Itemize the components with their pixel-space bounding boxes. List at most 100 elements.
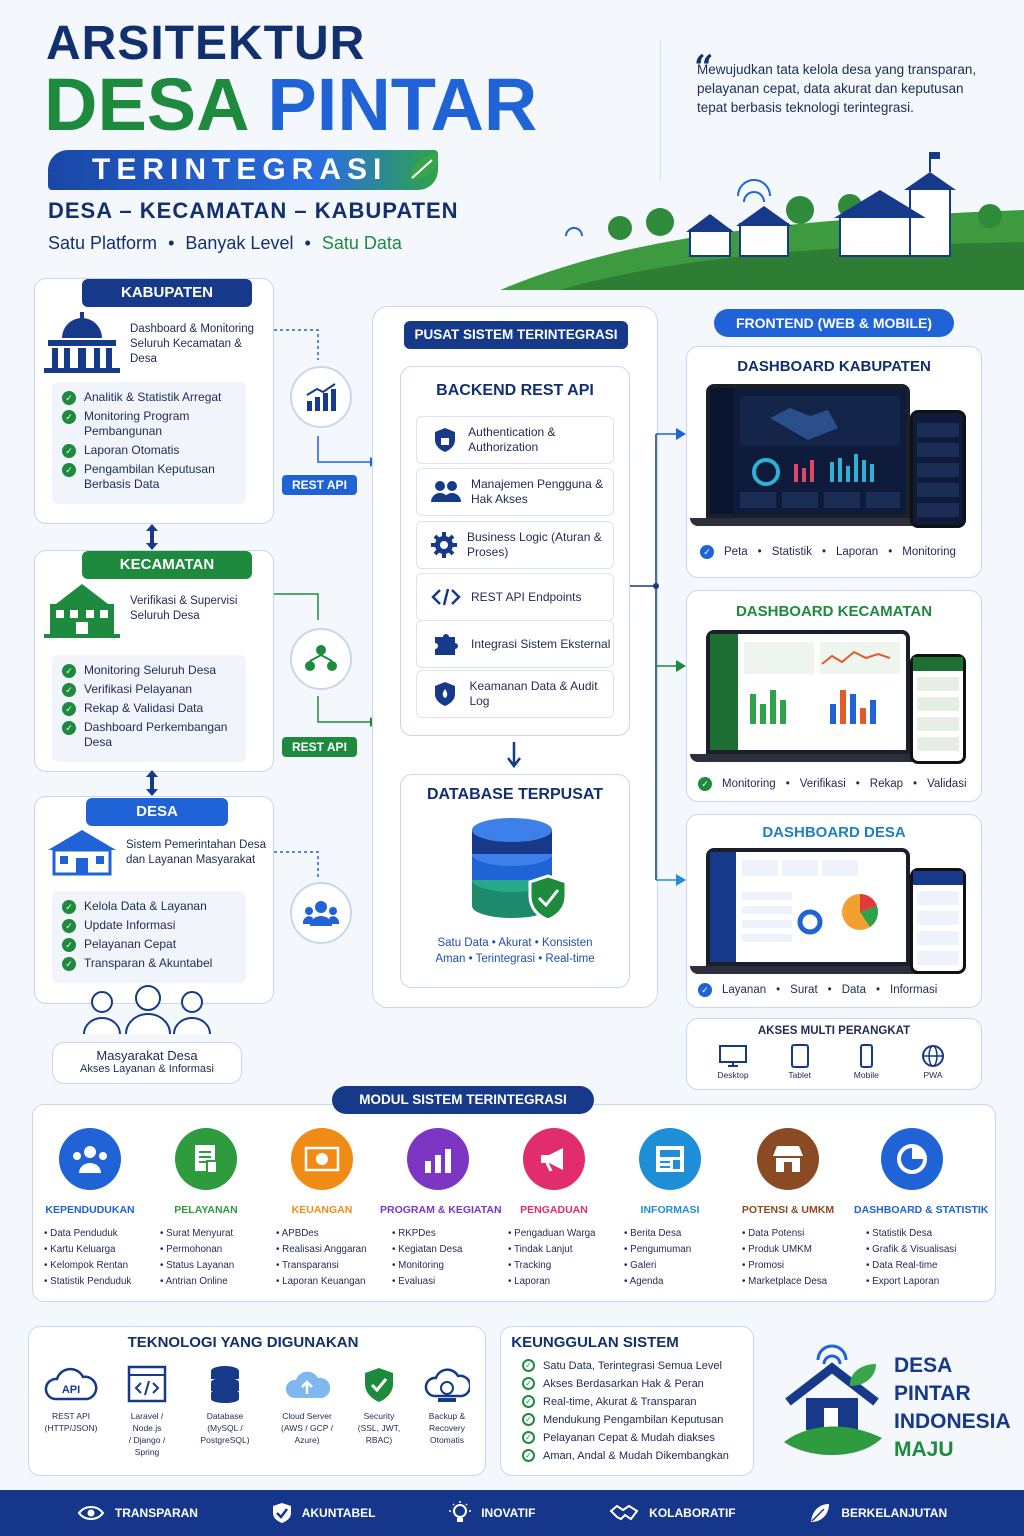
tech-label: Laravel / Node.js: [130, 1411, 164, 1433]
module-item: Statistik Desa: [866, 1226, 970, 1242]
leaf-icon: [410, 154, 438, 180]
kabupaten-desc: Dashboard & Monitoring Seluruh Kecamatan…: [130, 323, 255, 365]
desa-house-icon: [48, 830, 116, 876]
code-window-icon: [127, 1365, 167, 1403]
module-item: Evaluasi: [392, 1274, 496, 1290]
module-item: Promosi: [742, 1258, 846, 1274]
network-circle: [290, 628, 352, 690]
module-dashboard: DASHBOARD & STATISTIK Statistik DesaGraf…: [854, 1128, 989, 1290]
footer-berkelanjutan: BERKELANJUTAN: [809, 1502, 947, 1524]
svg-text:API: API: [62, 1384, 80, 1396]
tech-sub: (AWS / GCP / Azure): [281, 1423, 333, 1445]
tech-sub: / Django / Spring: [128, 1435, 166, 1457]
keunggulan-item: Real-time, Akurat & Transparan: [543, 1395, 697, 1408]
foot-item: Monitoring: [902, 546, 956, 558]
kecamatan-desc: Verifikasi & Supervisi Seluruh Desa: [130, 595, 238, 622]
foot-item: Statistik: [771, 546, 812, 558]
eye-icon: [77, 1506, 105, 1520]
check-circle-icon: ✓: [522, 1377, 535, 1390]
population-icon: [59, 1128, 121, 1190]
frontend-title: FRONTEND (WEB & MOBILE): [714, 309, 954, 337]
keunggulan-title: KEUNGGULAN SISTEM: [511, 1334, 679, 1351]
kecamatan-label: KECAMATAN: [82, 551, 252, 579]
api-logic: Business Logic (Aturan & Proses): [416, 521, 614, 569]
money-icon: [291, 1128, 353, 1190]
database-stack-icon: [211, 1366, 239, 1403]
foot-item: Monitoring: [722, 778, 776, 790]
tech-framework: Laravel / Node.js/ Django / Spring: [116, 1360, 178, 1458]
title-pintar: PINTAR: [267, 63, 538, 146]
masyarakat-sub: Akses Layanan & Informasi: [80, 1063, 214, 1075]
pusat-title: PUSAT SISTEM TERINTEGRASI: [404, 321, 628, 349]
kecamatan-list: ✓Monitoring Seluruh Desa ✓Verifikasi Pel…: [52, 655, 246, 762]
foot-item: Surat: [790, 984, 818, 996]
globe-icon: [921, 1045, 944, 1067]
module-item: Tindak Lanjut: [508, 1242, 612, 1258]
keunggulan-panel: [500, 1326, 754, 1476]
footer-transparan: TRANSPARAN: [77, 1504, 198, 1522]
foot-sep: •: [855, 778, 860, 790]
dashboard-green-icon: [710, 634, 900, 750]
masyarakat-box: Masyarakat Desa Akses Layanan & Informas…: [52, 1042, 242, 1084]
dashboard-blue-icon: [710, 852, 879, 962]
footer-label: TRANSPARAN: [114, 1506, 198, 1520]
module-item: Berita Desa: [624, 1226, 728, 1242]
footer-label: BERKELANJUTAN: [841, 1506, 948, 1520]
level-hierarchy: DESA – KECAMATAN – KABUPATEN: [48, 198, 459, 223]
module-item: Pengaduan Warga: [508, 1226, 612, 1242]
updown-arrow-icon: [146, 524, 158, 550]
module-item: Data Potensi: [742, 1226, 846, 1242]
footer-kolaboratif: KOLABORATIF: [609, 1503, 736, 1523]
tag-banyak-level: Banyak Level: [185, 233, 294, 253]
check-icon: ✓: [62, 683, 76, 697]
backup-cloud-icon: [424, 1368, 470, 1402]
brand-text: DESA PINTAR INDONESIA MAJU: [894, 1352, 1011, 1464]
module-name: DASHBOARD & STATISTIK: [854, 1204, 989, 1216]
rest-api-badge: REST API: [282, 737, 357, 757]
module-item: Status Layanan: [160, 1258, 264, 1274]
bar-chart-icon: [407, 1128, 469, 1190]
kecamatan-item: Verifikasi Pelayanan: [84, 682, 193, 696]
check-icon: ✓: [62, 900, 76, 914]
keunggulan-item: Aman, Andal & Mudah Dikembangkan: [543, 1449, 729, 1462]
keunggulan-item: Akses Berdasarkan Hak & Peran: [543, 1377, 704, 1390]
laptop-base: [690, 518, 926, 526]
desa-item: Update Informasi: [84, 918, 176, 932]
rest-api-badge: REST API: [282, 475, 357, 495]
module-item: Marketplace Desa: [742, 1274, 846, 1290]
kabupaten-item: Laporan Otomatis: [84, 443, 180, 457]
keunggulan-item: Pelayanan Cepat & Mudah diakses: [543, 1431, 715, 1444]
check-circle-icon: ✓: [522, 1449, 535, 1462]
handshake-icon: [609, 1504, 639, 1521]
quote-text: Mewujudkan tata kelola desa yang transpa…: [660, 40, 990, 180]
tech-sub: (HTTP/JSON): [44, 1423, 98, 1433]
module-item: Kelompok Rentan: [44, 1258, 148, 1274]
laptop-kecamatan: [706, 630, 910, 754]
teknologi-title: TEKNOLOGI YANG DIGUNAKAN: [127, 1334, 359, 1351]
users-icon: [431, 481, 461, 502]
dash-kabupaten-title: DASHBOARD KABUPATEN: [737, 358, 931, 375]
foot-item: Validasi: [927, 778, 967, 790]
desktop-icon: [719, 1045, 747, 1067]
api-integration: Integrasi Sistem Eksternal: [416, 620, 614, 668]
foot-item: Verifikasi: [799, 778, 846, 790]
title-main: DESA PINTAR: [44, 68, 537, 142]
module-item: Statistik Penduduk: [44, 1274, 148, 1290]
tech-sub: Otomatis: [429, 1435, 464, 1445]
kabupaten-list: ✓Analitik & Statistik Arregat ✓Monitorin…: [52, 382, 246, 504]
api-users: Manajemen Pengguna & Hak Akses: [416, 468, 614, 516]
module-name: PROGRAM & KEGIATAN: [380, 1204, 502, 1216]
module-item: Laporan: [508, 1274, 612, 1290]
check-icon: ✓: [698, 983, 712, 997]
module-item: Realisasi Anggaran: [276, 1242, 380, 1258]
database-features: Satu Data • Akurat • Konsisten Aman • Te…: [400, 935, 630, 967]
check-icon: ✓: [62, 957, 76, 971]
module-item: Monitoring: [392, 1258, 496, 1274]
brand-line: MAJU: [894, 1438, 954, 1461]
device-label: Tablet: [788, 1070, 811, 1080]
tech-label: Database: [206, 1411, 244, 1421]
title-badge: TERINTEGRASI: [48, 150, 438, 190]
village-illustration-icon: [500, 152, 1024, 290]
shop-icon: [757, 1128, 819, 1190]
api-label: Keamanan Data & Audit Log: [469, 679, 598, 708]
